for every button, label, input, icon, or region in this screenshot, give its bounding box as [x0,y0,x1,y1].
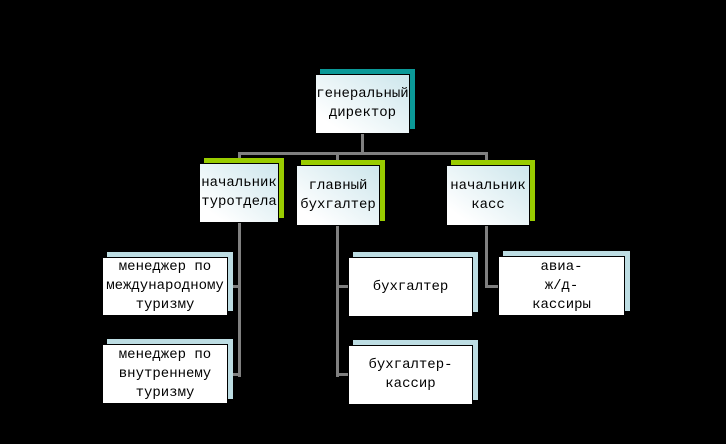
org-node-accountant: бухгалтер [348,252,478,317]
node-label: менеджер по внутреннему туризму [118,346,212,401]
node-label: начальник туротдела [201,175,277,210]
connector-turotdel-down [238,223,241,377]
connector-stub-avia [487,285,499,288]
org-node-general-director: генеральный директор [315,69,415,134]
node-face: авиа- ж/д- кассиры [498,256,625,316]
connector-root-down [361,134,364,155]
connector-nachkass-down [485,226,488,288]
node-label: бухгалтер- кассир [368,357,453,392]
connector-bus-glavbuh [336,152,339,167]
node-label: авиа- ж/д- кассиры [532,258,591,313]
node-face: генеральный директор [315,74,410,134]
org-node-intl-tourism-manager: менеджер по международному туризму [102,252,233,316]
node-label: бухгалтер [372,278,449,295]
org-node-cashdesk-chief: начальник касс [446,160,535,226]
connector-stub-mgr-int [230,285,241,288]
connector-stub-buhkass [337,373,349,376]
node-label: начальник касс [450,177,526,213]
connector-bus-nachkass [485,152,488,167]
org-node-turotdel-chief: начальник туротдела [199,158,284,223]
connector-glavbuh-down [336,226,339,377]
node-label: генеральный директор [316,86,409,121]
org-node-domestic-tourism-manager: менеджер по внутреннему туризму [102,339,233,404]
node-label: главный бухгалтер [300,177,376,213]
node-face: бухгалтер [348,257,473,317]
org-node-chief-accountant: главный бухгалтер [296,160,385,226]
node-face: бухгалтер- кассир [348,345,473,405]
connector-stub-buh [337,285,349,288]
connector-level2-bus [238,152,488,155]
node-face: начальник туротдела [199,163,279,223]
node-label: менеджер по международному туризму [106,259,224,313]
node-face: главный бухгалтер [296,165,380,226]
connector-stub-mgr-dom [230,373,241,376]
node-face: начальник касс [446,165,530,226]
node-face: менеджер по международному туризму [102,257,228,316]
org-node-accountant-cashier: бухгалтер- кассир [348,340,478,405]
node-face: менеджер по внутреннему туризму [102,344,228,404]
org-node-avia-rail-cashiers: авиа- ж/д- кассиры [498,251,630,316]
